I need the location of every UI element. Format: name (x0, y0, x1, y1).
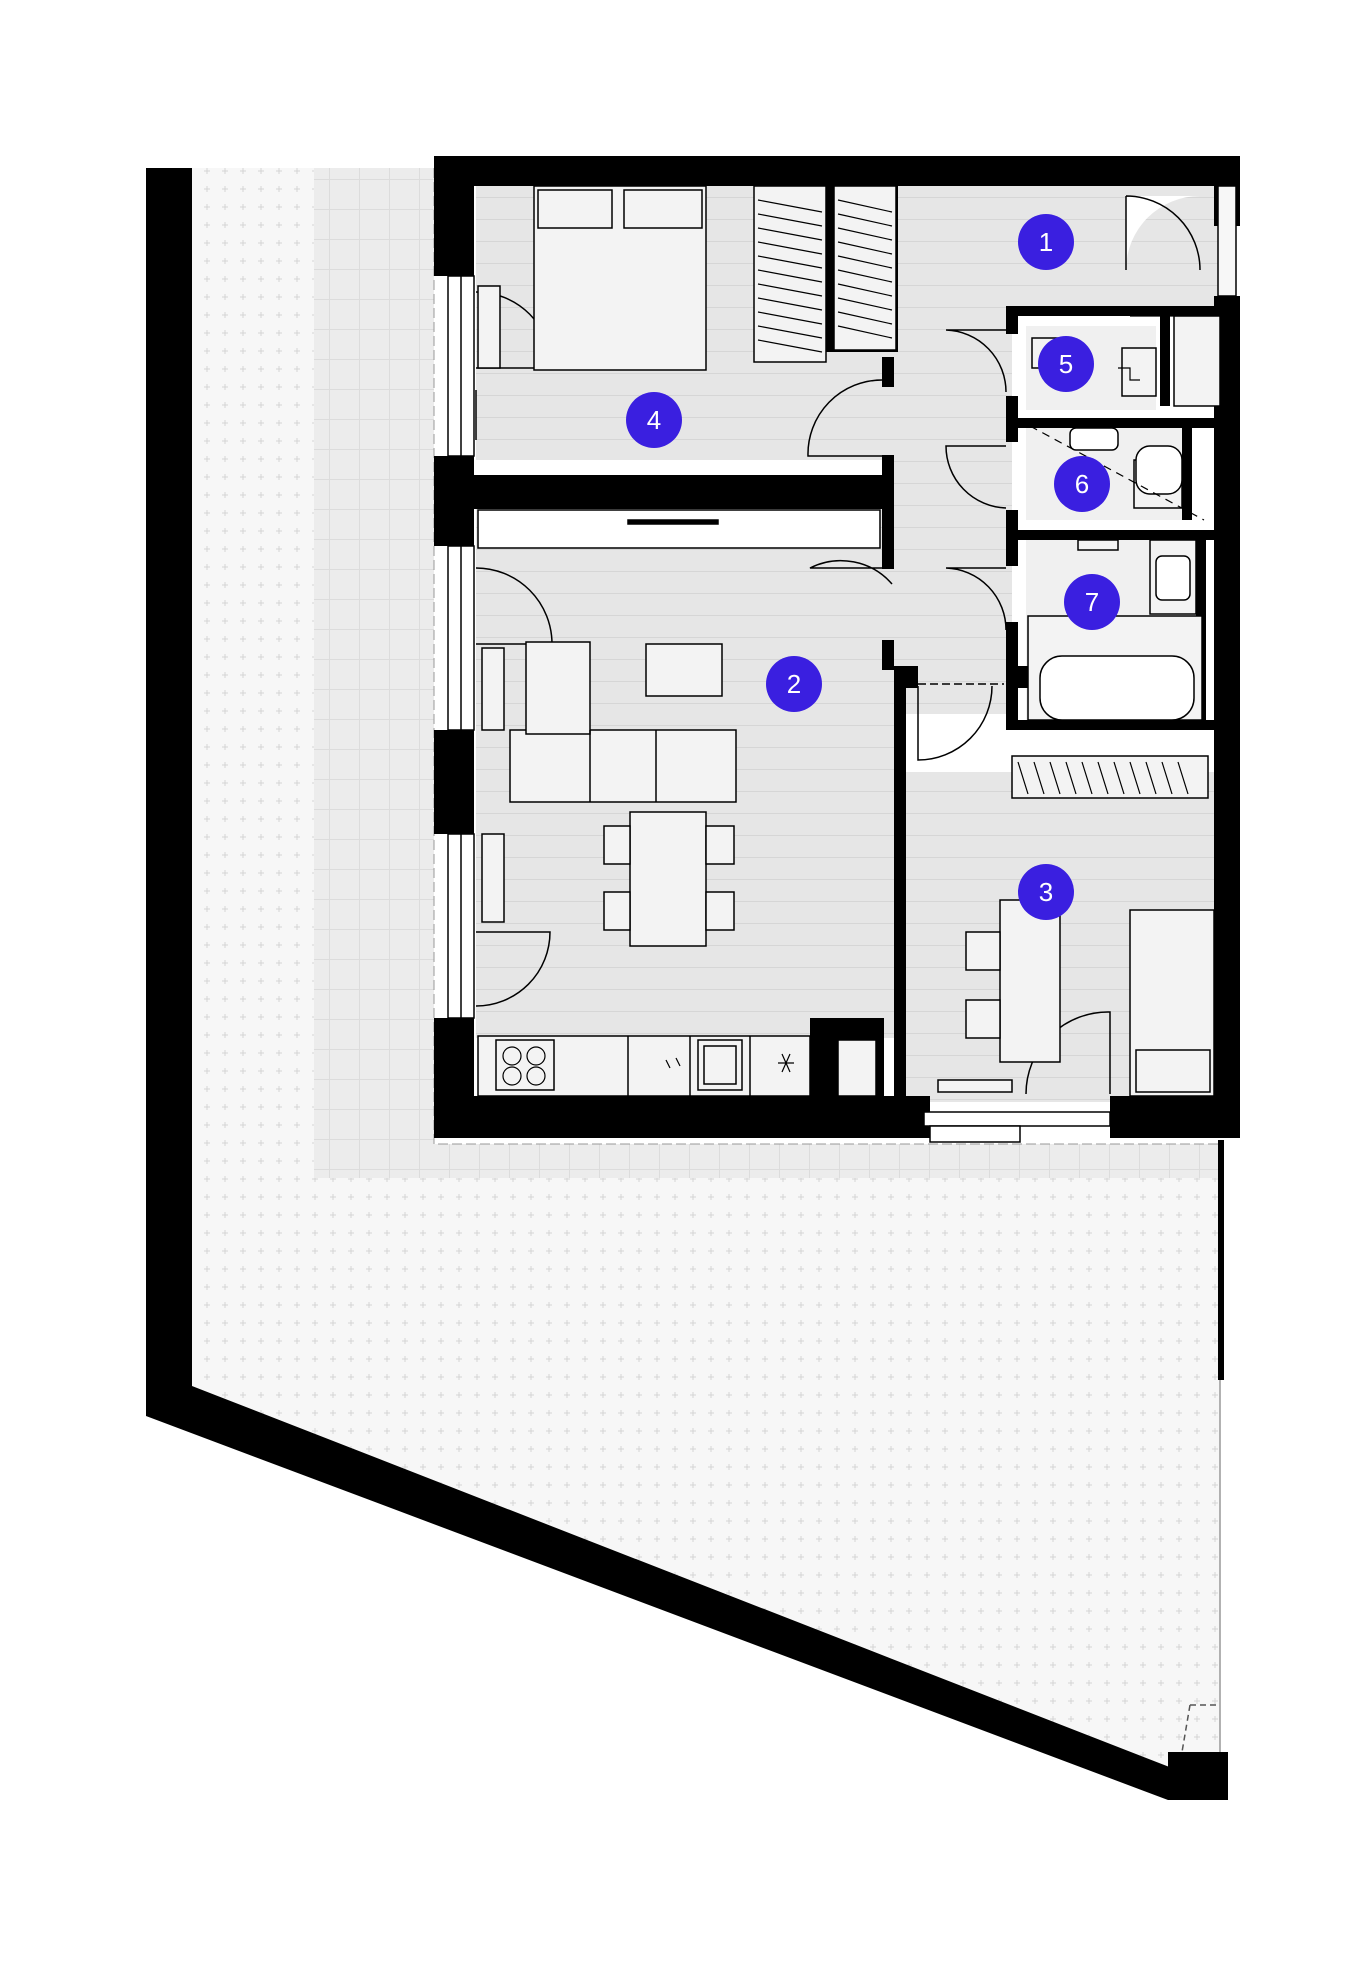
room-badge-circle (626, 392, 682, 448)
room-badge-2: 2 (766, 656, 822, 712)
room-badge-5: 5 (1038, 336, 1094, 392)
room-number: 1 (1039, 227, 1053, 257)
room-number: 5 (1059, 349, 1073, 379)
terrace (314, 168, 1220, 1178)
walls (434, 156, 1240, 1138)
room-number: 6 (1075, 469, 1089, 499)
room-badge-1: 1 (1018, 214, 1074, 270)
room-badge-circle (1018, 864, 1074, 920)
room-number: 4 (647, 405, 661, 435)
room-badge-circle (766, 656, 822, 712)
boundary-walls (146, 168, 1228, 1800)
room-badge-circle (1054, 456, 1110, 512)
room-badge-6: 6 (1054, 456, 1110, 512)
garden-area (192, 168, 1220, 1768)
room-badge-circle (1038, 336, 1094, 392)
wardrobe (753, 185, 827, 363)
room-badge-4: 4 (626, 392, 682, 448)
room-badge-circle (1064, 574, 1120, 630)
room-badge-7: 7 (1064, 574, 1120, 630)
dining-table (629, 811, 707, 947)
room-number: 2 (787, 669, 801, 699)
sofa (509, 729, 737, 803)
room-number: 3 (1039, 877, 1053, 907)
coffee-table (645, 643, 723, 697)
furniture-details (502, 315, 1205, 1086)
windows (447, 185, 1237, 1143)
wardrobe-hatching (757, 199, 1189, 795)
room-number: 7 (1085, 587, 1099, 617)
room-badge-circle (1018, 214, 1074, 270)
room-badge-3: 3 (1018, 864, 1074, 920)
